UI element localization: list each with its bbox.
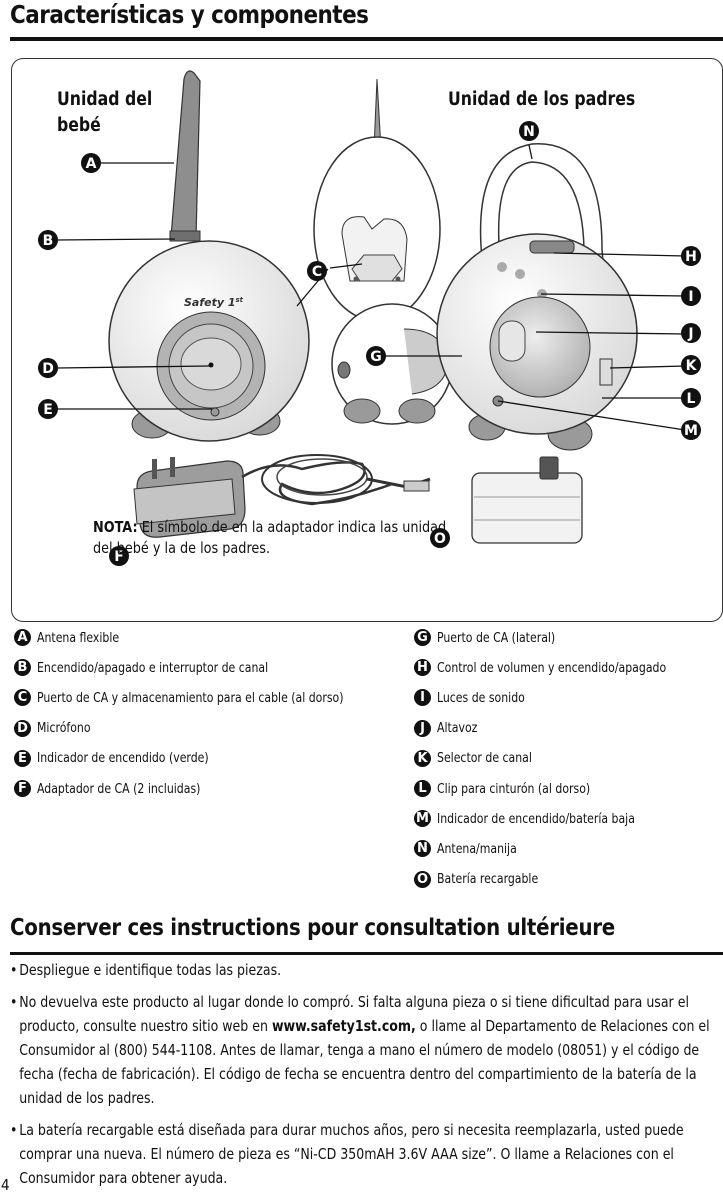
svg-text:K: K [686, 358, 698, 374]
svg-text:F: F [114, 549, 124, 565]
legend-badge: N [414, 840, 431, 858]
legend-item-m: M Indicador de encendido/batería baja [414, 810, 657, 828]
callout-j: J [681, 323, 701, 343]
svg-text:L: L [687, 391, 696, 407]
callout-c: C [307, 261, 327, 281]
diagram-panel: Safety 1st [11, 58, 723, 622]
svg-text:H: H [685, 249, 697, 265]
legend-label: Antena flexible [37, 629, 120, 646]
baby-unit-label: Unidad del bebé [57, 89, 153, 136]
legend-label: Altavoz [437, 720, 478, 737]
legend-item-i: I Luces de sonido [414, 689, 535, 707]
page-number: 4 [1, 1176, 10, 1194]
legend-badge: E [14, 749, 31, 767]
callout-f: F [109, 546, 129, 566]
legend-item-j: J Altavoz [414, 719, 482, 737]
legend-label: Encendido/apagado e interruptor de canal [37, 659, 269, 676]
page-title: Características y componentes [10, 0, 369, 29]
callout-d: D [38, 358, 58, 378]
side-port-view [331, 303, 453, 425]
bullet-item: La batería recargable está diseñada para… [10, 1118, 718, 1190]
svg-text:M: M [684, 423, 698, 439]
legend-item-f: F Adaptador de CA (2 incluidas) [14, 780, 219, 797]
legend-label: Clip para cinturón (al dorso) [437, 780, 591, 797]
legend-badge: J [414, 719, 431, 737]
legend-item-k: K Selector de canal [414, 749, 542, 767]
svg-text:O: O [434, 531, 446, 547]
svg-text:G: G [370, 349, 382, 365]
legend-label: Batería recargable [437, 871, 539, 888]
legend-badge: B [14, 659, 31, 677]
brand-logo: Safety 1st [184, 296, 244, 309]
legend-label: Indicador de encendido (verde) [37, 750, 209, 767]
svg-text:J: J [687, 326, 693, 342]
legend-label: Indicador de encendido/batería baja [437, 810, 635, 827]
bullet-item: Despliegue e identifique todas las pieza… [10, 958, 718, 982]
legend-item-l: L Clip para cinturón (al dorso) [414, 780, 607, 797]
legend-label: Antena/manija [437, 840, 517, 857]
legend-label: Adaptador de CA (2 incluidas) [37, 780, 201, 797]
legend-item-d: D Micrófono [14, 719, 96, 737]
legend-label: Micrófono [37, 720, 91, 737]
legend-label: Puerto de CA y almacenamiento para el ca… [37, 689, 344, 706]
instruction-bullets: Despliegue e identifique todas las pieza… [10, 958, 723, 1198]
legend-badge: A [14, 629, 31, 646]
legend-label: Luces de sonido [437, 689, 525, 706]
legend-badge: C [14, 689, 31, 707]
callout-badges: A B C D E F G H I J K L M N O [38, 121, 701, 566]
callout-g: G [366, 346, 386, 366]
svg-text:E: E [43, 402, 53, 418]
legend-item-a: A Antena flexible [14, 629, 128, 646]
svg-text:I: I [688, 289, 693, 305]
note-text: NOTA: El símbolo de en la adaptador indi… [93, 518, 447, 557]
svg-text:N: N [523, 124, 535, 140]
callout-a: A [81, 153, 101, 173]
legend-item-e: E Indicador de encendido (verde) [14, 749, 228, 767]
callout-n: N [519, 121, 539, 141]
callout-k: K [681, 355, 701, 375]
legend-label: Puerto de CA (lateral) [437, 629, 556, 646]
legend-label: Control de volumen y encendido/apagado [437, 659, 667, 676]
legend-badge: F [14, 780, 31, 797]
website-link[interactable]: www.safety1st.com, [271, 1017, 416, 1035]
legend-item-n: N Antena/manija [414, 840, 526, 858]
callout-h: H [681, 246, 701, 266]
battery-drawing [471, 456, 583, 544]
title-rule [10, 37, 723, 41]
callout-e: E [38, 399, 58, 419]
callout-i: I [681, 286, 701, 306]
legend-badge: I [414, 689, 431, 707]
section-title: Conserver ces instructions pour consulta… [10, 915, 615, 941]
legend-item-g: G Puerto de CA (lateral) [414, 629, 568, 646]
callout-b: B [38, 230, 58, 250]
baby-unit-drawing: Safety 1st [108, 70, 310, 442]
legend-badge: G [414, 629, 431, 646]
legend-badge: K [414, 749, 431, 767]
parent-unit-label: Unidad de los padres [448, 89, 636, 110]
section-rule [10, 952, 723, 955]
legend-label: Selector de canal [437, 750, 532, 767]
svg-text:A: A [86, 156, 97, 172]
product-illustration: Safety 1st [38, 70, 701, 566]
svg-text:B: B [43, 233, 54, 249]
legend-badge: L [414, 780, 431, 797]
bullet-item: No devuelva este producto al lugar donde… [10, 990, 718, 1110]
legend-item-b: B Encendido/apagado e interruptor de cana… [14, 659, 294, 677]
legend-badge: H [414, 659, 431, 677]
legend-item-o: O Batería recargable [414, 870, 549, 888]
parent-unit-drawing [436, 143, 638, 451]
baby-unit-back-view [313, 78, 441, 322]
legend-item-h: H Control de volumen y encendido/apagado [414, 659, 692, 677]
ac-adapter-drawing [133, 454, 431, 538]
legend-badge: M [414, 810, 431, 828]
callout-o: O [430, 528, 450, 548]
callout-m: M [681, 420, 701, 440]
svg-text:D: D [42, 361, 54, 377]
legend-badge: D [14, 719, 31, 737]
legend-item-c: C Puerto de CA y almacenamiento para el c… [14, 689, 378, 707]
callout-l: L [681, 388, 701, 408]
legend-badge: O [414, 870, 431, 888]
svg-text:C: C [312, 264, 322, 280]
